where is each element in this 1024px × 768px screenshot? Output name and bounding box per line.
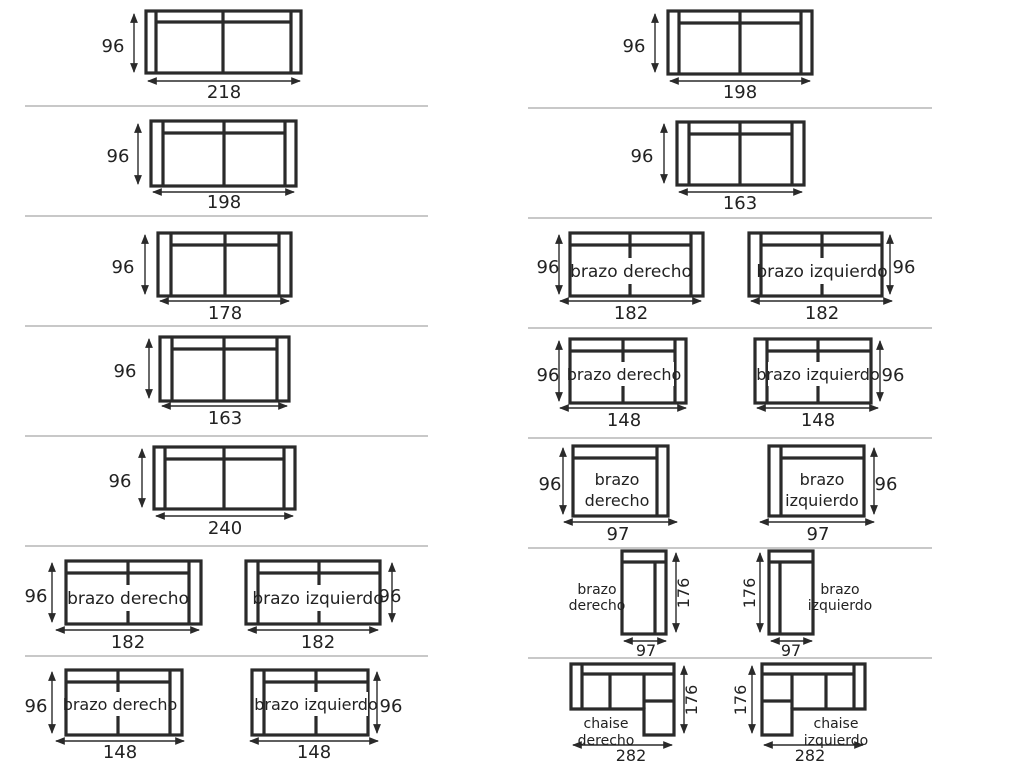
depth-label: 96 [537,257,560,278]
right-arm-label: brazo derecho [570,262,692,282]
sofa-182-left-arm-r: brazo izquierdo 96 182 [747,231,916,324]
depth-label: 96 [893,257,916,278]
width-label: 218 [207,82,241,103]
sofa-198-right: 96 198 [623,9,814,103]
derecho-label: derecho [569,598,626,614]
width-label: 282 [616,746,647,765]
width-label: 198 [207,192,241,213]
depth-label: 96 [875,474,898,495]
sofa-182-right-arm: brazo derecho 96 182 [25,559,203,653]
sofa-163-right: 96 163 [631,120,806,214]
sofa-198: 96 198 [107,119,298,213]
width-label: 282 [795,746,826,765]
izquierdo-label: izquierdo [808,598,872,614]
width-label: 148 [801,410,835,431]
right-arm-label: brazo derecho [567,365,682,384]
depth-label: 96 [631,146,654,167]
chaise-sofa-282-right: chaise derecho 176 282 [569,662,701,765]
sofa-178: 96 178 [112,231,293,324]
sofa-148-right-arm-r: brazo derecho 96 148 [537,337,688,431]
sofa-240: 96 240 [109,445,297,539]
depth-label: 96 [379,586,402,607]
depth-label: 96 [102,36,125,57]
left-arm-label: brazo izquierdo [252,589,383,609]
width-label: 198 [723,82,757,103]
width-label: 97 [807,524,830,545]
chaise-97-left: brazo izquierdo 176 97 [740,549,872,660]
width-label: 163 [208,408,242,429]
depth-label: 96 [537,365,560,386]
chaise-sofa-282-left: chaise izquierdo 176 282 [731,662,868,765]
sofa-148-left-arm: brazo izquierdo 96 148 [249,668,403,763]
sofa-182-right-arm-r: brazo derecho 96 182 [537,231,705,324]
chaise-97-right: brazo derecho 176 97 [569,549,693,660]
left-arm-label: brazo izquierdo [756,365,879,384]
depth-label: 96 [109,471,132,492]
row-separators [25,105,932,659]
depth-label: 96 [539,474,562,495]
sofa-163: 96 163 [114,335,291,429]
depth-label: 176 [740,578,759,609]
depth-label: 96 [882,365,905,386]
depth-label: 176 [674,578,693,609]
depth-label: 96 [25,586,48,607]
depth-label: 176 [731,685,750,716]
width-label: 178 [208,303,242,324]
sofa-97-right-arm: brazo derecho 96 97 [539,444,678,545]
depth-label: 176 [682,685,701,716]
left-arm-label: brazo izquierdo [756,262,887,282]
depth-label: 96 [25,696,48,717]
brazo-label: brazo [577,582,616,598]
right-arm-label: brazo derecho [63,695,178,714]
brazo-label: brazo [820,582,859,598]
right-arm-label: brazo derecho [67,589,189,609]
width-label: 97 [636,641,656,660]
brazo-label: brazo [595,470,640,489]
depth-label: 96 [112,257,135,278]
width-label: 163 [723,193,757,214]
width-label: 97 [607,524,630,545]
width-label: 182 [614,303,648,324]
width-label: 97 [781,641,801,660]
izquierdo-label: izquierdo [804,733,868,749]
chaise-label: chaise [584,716,629,732]
brazo-label: brazo [800,470,845,489]
width-label: 240 [208,518,242,539]
sofa-148-left-arm-r: brazo izquierdo 96 148 [753,337,905,431]
width-label: 182 [301,632,335,653]
sofa-182-left-arm: brazo izquierdo 96 182 [244,559,402,653]
depth-label: 96 [114,361,137,382]
left-arm-label: brazo izquierdo [254,695,377,714]
derecho-label: derecho [585,491,650,510]
depth-label: 96 [380,696,403,717]
depth-label: 96 [623,36,646,57]
izquierdo-label: izquierdo [785,491,859,510]
width-label: 148 [297,742,331,763]
width-label: 182 [111,632,145,653]
width-label: 148 [607,410,641,431]
sofa-218: 96 218 [102,9,303,103]
chaise-label: chaise [814,716,859,732]
sofa-148-right-arm: brazo derecho 96 148 [25,668,185,763]
width-label: 148 [103,742,137,763]
sofa-97-left-arm: brazo izquierdo 96 97 [759,444,898,545]
depth-label: 96 [107,146,130,167]
width-label: 182 [805,303,839,324]
derecho-label: derecho [578,733,635,749]
